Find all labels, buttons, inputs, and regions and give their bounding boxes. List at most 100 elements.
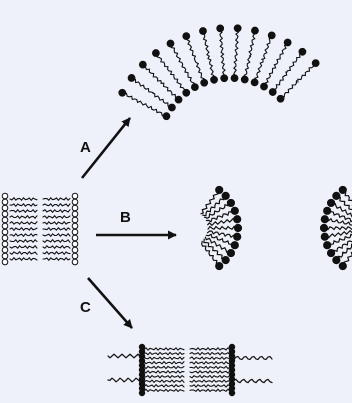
lipid-tail xyxy=(190,371,232,373)
curved-monolayer-structure xyxy=(119,25,319,120)
lipid-tail xyxy=(171,75,187,93)
lipid-tail xyxy=(43,228,70,231)
lipid-head xyxy=(72,259,78,265)
lipid-head xyxy=(72,193,78,199)
lipid-tail xyxy=(142,371,184,373)
lipid-tail xyxy=(142,385,184,387)
lipid-head xyxy=(72,247,78,253)
lipid-tail xyxy=(10,210,37,213)
lipid-head xyxy=(72,229,78,235)
lipid-tail xyxy=(142,357,184,359)
lipid-head xyxy=(2,211,8,217)
label-c: C xyxy=(80,299,91,316)
inverted-curvature-structure xyxy=(201,186,352,269)
lipid-tail xyxy=(324,227,352,230)
lipid-tail xyxy=(232,379,272,382)
lipid-tail xyxy=(287,52,303,73)
lipid-tail xyxy=(161,83,179,99)
lipid-tail xyxy=(10,234,37,237)
label-a: A xyxy=(80,139,91,156)
lipid-tail xyxy=(43,252,70,255)
lipid-tail xyxy=(190,362,232,364)
lipid-tail xyxy=(244,56,251,79)
lipid-head xyxy=(2,217,8,223)
arrow-c xyxy=(88,278,132,328)
lipid-tail xyxy=(43,198,70,201)
lipid-head xyxy=(139,390,144,395)
lipid-tail xyxy=(43,240,70,243)
lipid-tail xyxy=(327,211,352,222)
lipid-head xyxy=(2,193,8,199)
lipid-head xyxy=(2,253,8,259)
lipid-tail xyxy=(142,380,184,382)
lipid-tail xyxy=(10,222,37,225)
lipid-tail xyxy=(43,210,70,213)
lipid-head xyxy=(72,253,78,259)
lipid-head xyxy=(72,205,78,211)
lipid-head xyxy=(2,259,8,265)
label-b: B xyxy=(120,209,131,226)
lipid-tail xyxy=(232,357,272,360)
lipid-tail xyxy=(10,228,37,231)
lipid-tail xyxy=(190,376,232,378)
lipid-tail xyxy=(206,211,234,222)
lipid-tail xyxy=(142,366,184,368)
lipid-tail xyxy=(10,204,37,207)
lipid-head xyxy=(2,247,8,253)
lipid-tail xyxy=(142,348,184,350)
lipid-head xyxy=(2,205,8,211)
lipid-tail xyxy=(43,222,70,225)
lipid-tail xyxy=(190,389,232,391)
lipid-tail xyxy=(186,36,195,61)
lipid-tail xyxy=(190,385,232,387)
lipid-tail xyxy=(273,72,287,92)
lipid-tail xyxy=(143,65,162,83)
lipid-tail xyxy=(190,366,232,368)
lipid-head xyxy=(72,217,78,223)
lipid-tail xyxy=(10,258,37,261)
lipid-tail xyxy=(171,44,183,67)
interdigitated-bilayer xyxy=(108,344,272,395)
lipid-tail xyxy=(156,53,172,74)
lipid-head xyxy=(229,390,234,395)
lipid-tail xyxy=(264,65,276,87)
lipid-tail xyxy=(43,216,70,219)
lipid-head xyxy=(72,211,78,217)
lipid-tail xyxy=(10,198,37,201)
lipid-tail xyxy=(132,78,154,93)
lipid-head xyxy=(2,229,8,235)
lipid-tail xyxy=(122,93,146,105)
lipid-tail xyxy=(142,389,184,391)
lipid-tail xyxy=(208,227,238,230)
lipid-tail xyxy=(190,380,232,382)
lipid-head xyxy=(72,241,78,247)
lipid-tail xyxy=(298,63,316,82)
lipid-head xyxy=(2,241,8,247)
lipid-tail xyxy=(108,378,142,382)
lipid-tail xyxy=(190,353,232,355)
lipid-tail xyxy=(190,348,232,350)
lipid-tail xyxy=(10,240,37,243)
lipid-tail xyxy=(190,357,232,359)
lipid-tail xyxy=(43,246,70,249)
lipid-tail xyxy=(43,234,70,237)
lipid-tail xyxy=(43,204,70,207)
lipid-tail xyxy=(249,31,256,56)
lipid-tail xyxy=(142,362,184,364)
lipid-tail xyxy=(343,242,352,266)
lipid-head xyxy=(72,199,78,205)
lipid-tail xyxy=(10,252,37,255)
lamellar-bilayer xyxy=(2,193,78,265)
lipid-tail xyxy=(10,216,37,219)
lipid-tail xyxy=(142,352,184,354)
lipid-tail xyxy=(274,43,288,65)
lipid-tail xyxy=(235,28,238,54)
lipid-tail xyxy=(108,354,142,358)
lipid-tail xyxy=(325,219,352,225)
lipid-tail xyxy=(10,246,37,249)
lipid-head xyxy=(2,235,8,241)
lipid-tail xyxy=(142,376,184,378)
lipid-head xyxy=(2,223,8,229)
lipid-head xyxy=(2,199,8,205)
